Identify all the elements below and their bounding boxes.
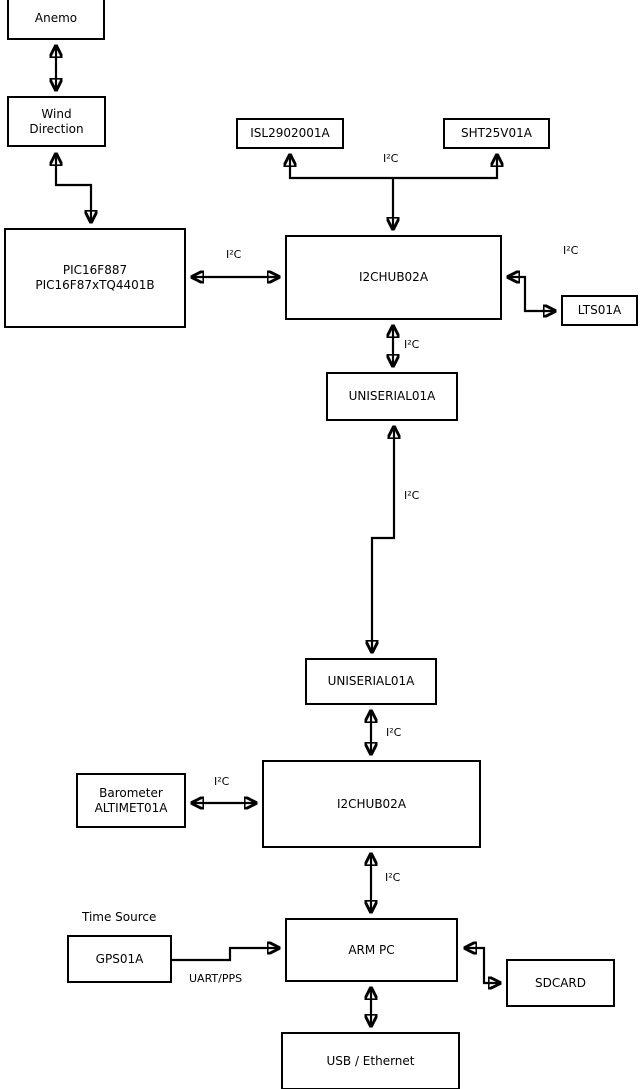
node-sht25v01a[interactable]: SHT25V01A [443, 118, 550, 149]
node-lts01a-label: LTS01A [577, 303, 622, 317]
node-pic-mcu[interactable]: PIC16F887 PIC16F87xTQ4401B [4, 228, 186, 328]
node-usb-ethernet-label: USB / Ethernet [326, 1053, 415, 1068]
node-sdcard-label: SDCARD [534, 975, 587, 990]
edge-label-i2c-hub-armpc: I²C [385, 871, 401, 884]
node-uniserial01a-top-label: UNISERIAL01A [348, 389, 436, 403]
node-uniserial01a-top[interactable]: UNISERIAL01A [326, 372, 458, 421]
node-wind-direction-label: Wind [41, 106, 72, 121]
edge-label-i2c-hub-lts: I²C [563, 244, 579, 257]
edge-label-uart-pps: UART/PPS [189, 972, 243, 985]
node-pic-mcu-label: PIC16F887 [62, 263, 128, 277]
node-i2chub02a-top-label: I2CHUB02A [358, 270, 429, 284]
node-isl2902001a-label: ISL2902001A [250, 126, 330, 140]
node-barometer-label-2: ALTIMET01A [94, 800, 168, 815]
edge-label-i2c-pic-hub: I²C [226, 248, 242, 261]
node-anemo[interactable]: Anemo [7, 0, 105, 40]
node-wind-direction-label-2: Direction [29, 121, 84, 136]
edge-label-i2c-sensor-bus: I²C [383, 152, 399, 165]
node-pic-mcu-label-2: PIC16F87xTQ4401B [35, 278, 155, 292]
edge-label-i2c-uniserial-hub: I²C [386, 726, 402, 739]
node-sdcard[interactable]: SDCARD [506, 959, 615, 1007]
node-gps01a-label: GPS01A [95, 951, 144, 966]
node-arm-pc-label: ARM PC [348, 942, 395, 957]
node-gps01a[interactable]: GPS01A [67, 935, 172, 983]
edge-label-i2c-hub-uniserial: I²C [404, 338, 420, 351]
node-wind-direction[interactable]: Wind Direction [7, 96, 106, 147]
edge-label-i2c-barometer-hub: I²C [214, 775, 230, 788]
label-time-source: Time Source [82, 910, 157, 924]
node-barometer-label: Barometer [99, 785, 163, 800]
node-i2chub02a-top[interactable]: I2CHUB02A [285, 235, 502, 320]
node-usb-ethernet[interactable]: USB / Ethernet [281, 1032, 460, 1089]
node-i2chub02a-bottom[interactable]: I2CHUB02A [262, 760, 481, 848]
node-lts01a[interactable]: LTS01A [561, 295, 638, 326]
node-sht25v01a-label: SHT25V01A [461, 126, 532, 140]
node-uniserial01a-bottom[interactable]: UNISERIAL01A [305, 658, 437, 705]
node-i2chub02a-bottom-label: I2CHUB02A [336, 796, 407, 811]
node-arm-pc[interactable]: ARM PC [285, 918, 458, 982]
node-uniserial01a-bottom-label: UNISERIAL01A [327, 674, 415, 688]
node-barometer[interactable]: Barometer ALTIMET01A [76, 773, 186, 828]
node-isl2902001a[interactable]: ISL2902001A [236, 118, 344, 149]
edge-label-i2c-uniserial-link: I²C [404, 489, 420, 502]
node-anemo-label: Anemo [34, 11, 78, 25]
